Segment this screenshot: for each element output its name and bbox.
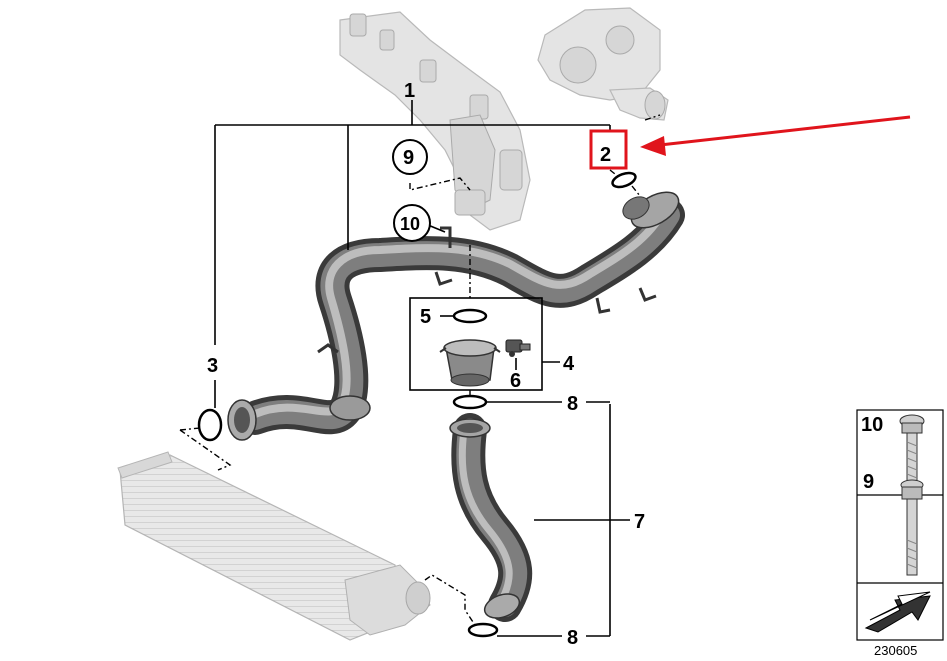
o-ring-5 bbox=[452, 308, 488, 324]
charge-air-hose-upper bbox=[227, 191, 685, 441]
intercooler-ghost bbox=[117, 451, 431, 641]
o-ring-8-top bbox=[452, 394, 488, 410]
legend-label-10: 10 bbox=[861, 414, 883, 436]
charge-air-hose-lower bbox=[449, 413, 533, 622]
callout-1: 1 bbox=[404, 80, 415, 102]
o-ring-8-bottom bbox=[467, 622, 499, 638]
sensor-6 bbox=[505, 339, 531, 357]
callout-8-bottom: 8 bbox=[567, 627, 578, 649]
callout-4: 4 bbox=[563, 353, 575, 375]
callout-8-top: 8 bbox=[567, 393, 578, 415]
callout-9: 9 bbox=[403, 147, 414, 169]
pointer-arrow bbox=[640, 115, 911, 156]
callout-5: 5 bbox=[420, 306, 431, 328]
reference-number: 230605 bbox=[874, 643, 917, 658]
intake-manifold-ghost bbox=[339, 11, 531, 231]
callout-6: 6 bbox=[510, 370, 521, 392]
callout-10: 10 bbox=[400, 214, 420, 234]
leader-lines bbox=[179, 100, 661, 637]
bolt-9-icon bbox=[900, 479, 924, 576]
callout-7: 7 bbox=[634, 511, 645, 533]
highlight-box bbox=[589, 129, 628, 170]
callout-3: 3 bbox=[207, 355, 218, 377]
o-ring-3 bbox=[197, 408, 223, 442]
callout-2: 2 bbox=[600, 144, 611, 166]
fastener-legend: 10 9 bbox=[856, 409, 944, 641]
connector-assembly bbox=[409, 297, 543, 391]
legend-label-9: 9 bbox=[863, 471, 874, 493]
turbocharger-ghost bbox=[537, 7, 669, 121]
direction-arrow-icon bbox=[864, 591, 931, 633]
o-ring-2 bbox=[611, 171, 637, 189]
